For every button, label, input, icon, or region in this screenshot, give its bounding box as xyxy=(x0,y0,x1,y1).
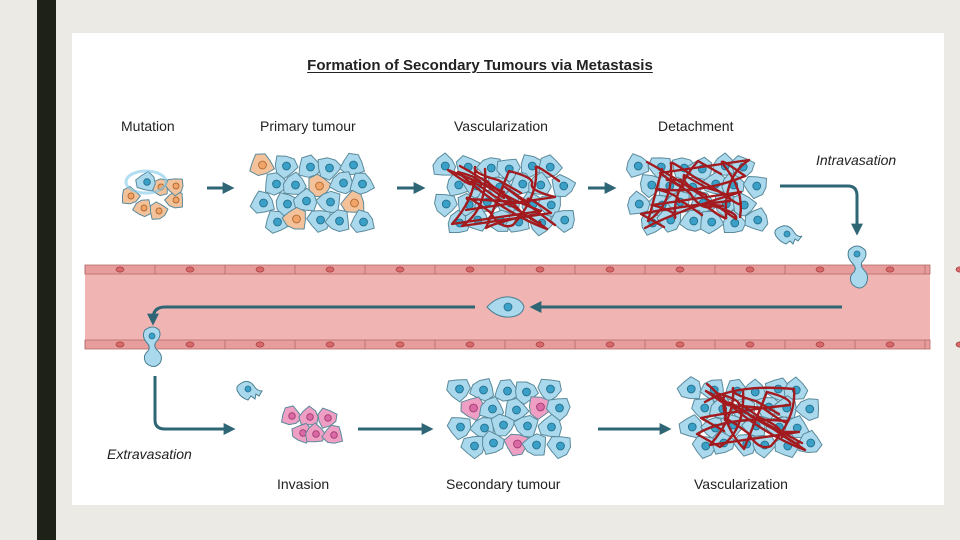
endothelial-cell-nucleus xyxy=(466,342,474,347)
endothelial-cell-nucleus xyxy=(116,267,124,272)
endothelial-cell-nucleus xyxy=(536,342,544,347)
endothelial-cell-nucleus xyxy=(186,342,194,347)
endothelial-cell-nucleus xyxy=(536,267,544,272)
primary-tumour-cells xyxy=(250,153,375,233)
arrow-extravasation-to-invasion xyxy=(155,376,232,429)
tumour-cell xyxy=(322,425,343,443)
endothelial-cell-nucleus xyxy=(606,342,614,347)
endothelial-cell-nucleus xyxy=(186,267,194,272)
tumour-cell xyxy=(250,154,275,176)
endothelial-cell-nucleus xyxy=(816,267,824,272)
tumour-cell xyxy=(447,380,471,402)
endothelial-cell-nucleus xyxy=(396,342,404,347)
tumour-cell xyxy=(470,379,494,402)
tumour-cell xyxy=(627,154,649,178)
endothelial-cell-nucleus xyxy=(396,267,404,272)
endothelial-cell-nucleus xyxy=(116,342,124,347)
tumour-cell xyxy=(318,408,337,428)
tumour-cell xyxy=(299,406,318,425)
endothelial-cell-nucleus xyxy=(676,267,684,272)
endothelial-cell-nucleus xyxy=(886,267,894,272)
endothelial-cell-nucleus xyxy=(886,342,894,347)
tumour-cell xyxy=(677,377,701,399)
endothelial-cell-nucleus xyxy=(326,267,334,272)
arrow-to-intravasation xyxy=(780,186,857,232)
endothelial-cell-nucleus xyxy=(746,342,754,347)
invading-single-cell xyxy=(237,381,262,400)
detached-cell xyxy=(775,226,802,244)
tumour-cell xyxy=(551,211,575,233)
mutated-cell xyxy=(150,202,168,219)
mutation-cells xyxy=(122,172,183,220)
tumour-cell xyxy=(282,406,303,425)
tumour-cell xyxy=(743,177,766,199)
tumour-cell xyxy=(547,437,571,459)
endothelial-cell-nucleus xyxy=(606,267,614,272)
mutated-cell xyxy=(133,200,152,217)
endothelial-cell-nucleus xyxy=(256,267,264,272)
endothelial-cell-nucleus xyxy=(956,342,960,347)
endothelial-cell-nucleus xyxy=(816,342,824,347)
secondary-tumour-cells xyxy=(447,379,571,459)
endothelial-cell-nucleus xyxy=(956,267,960,272)
tumour-cell xyxy=(351,210,375,233)
tumour-cell xyxy=(461,436,485,458)
tumour-cell xyxy=(447,418,471,440)
tumour-cell xyxy=(692,437,715,459)
endothelial-cell-nucleus xyxy=(256,342,264,347)
invasion-cells xyxy=(282,406,343,443)
endothelial-cell-nucleus xyxy=(746,267,754,272)
endothelial-cell-nucleus xyxy=(676,342,684,347)
endothelial-cell-nucleus xyxy=(466,267,474,272)
endothelial-cell-nucleus xyxy=(326,342,334,347)
mutant-cell xyxy=(136,172,156,192)
tumour-cell xyxy=(340,153,365,174)
